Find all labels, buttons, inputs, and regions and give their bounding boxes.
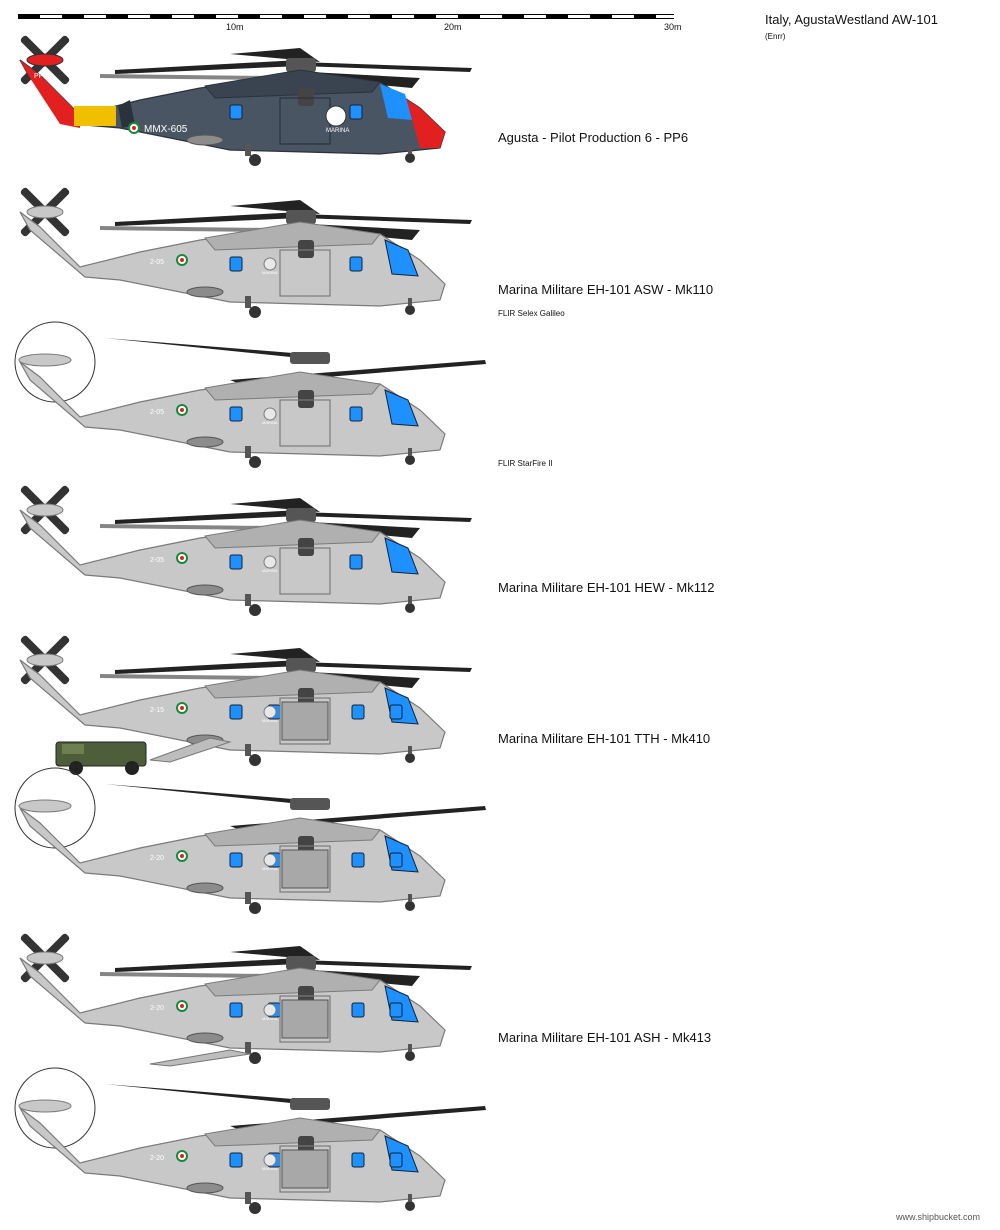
marina-badge-text: MARINA [262,420,278,425]
serial-number-text: 2-05 [150,259,164,266]
label-pp6: Agusta - Pilot Production 6 - PP6 [498,130,689,145]
vehicle-jeep-icon [55,741,147,775]
serial-number-text: MMX-605 [144,124,188,135]
label-hew: Marina Militare EH-101 HEW - Mk112 [498,580,715,595]
marina-badge-text: MARINA [262,568,278,573]
serial-number-text: 2-20 [150,1155,164,1162]
tail-code-text: PP6 [34,73,47,80]
marina-badge-text: MARINA [262,270,278,275]
sublabel-asw-flir: FLIR Selex Galileo [498,309,565,318]
page-title: Italy, AgustaWestland AW-101 [765,12,938,27]
footer-credit: www.shipbucket.com [895,1212,980,1222]
scale-tick-10m: 10m [226,22,244,32]
serial-number-text: 2-20 [150,855,164,862]
label-asw: Marina Militare EH-101 ASW - Mk110 [498,282,714,297]
serial-number-text: 2-15 [150,707,164,714]
scale-tick-20m: 20m [444,22,462,32]
scale-tick-30m: 30m [664,22,682,32]
marina-badge-text: MARINA [262,1166,278,1171]
label-tth: Marina Militare EH-101 TTH - Mk410 [498,731,711,746]
serial-number-text: 2-05 [150,557,164,564]
marina-badge-text: MARINA [262,718,278,723]
sublabel-starfire-flir: FLIR StarFire II [498,459,553,468]
serial-number-text: 2-20 [150,1005,164,1012]
marina-badge-text: MARINA [262,866,278,871]
serial-number-text: 2-05 [150,409,164,416]
marina-badge-text: MARINA [326,128,349,134]
label-ash: Marina Militare EH-101 ASH - Mk413 [498,1030,712,1045]
marina-badge-text: MARINA [262,1016,278,1021]
scale-bar [18,14,674,19]
author-credit: (Enrr) [765,32,786,41]
